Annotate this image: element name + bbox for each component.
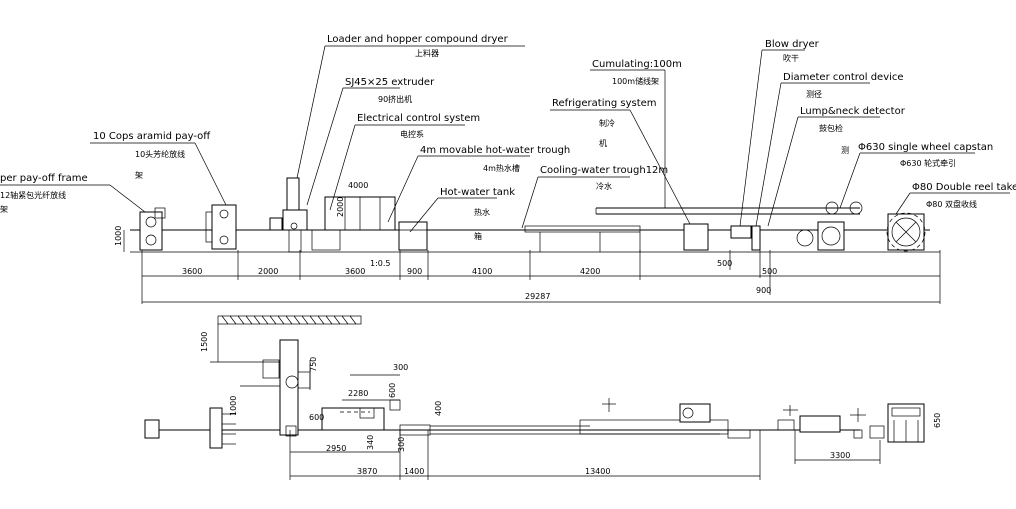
- refrigerating-cn2: 机: [599, 138, 607, 148]
- dim-b-1000: 1000: [229, 396, 238, 416]
- dim-b-400: 400: [434, 401, 443, 416]
- cumulating-cn: 100m储线架: [612, 76, 659, 86]
- tight-buffer-payoff-frame: [139, 207, 166, 251]
- dim-b-1400: 1400: [404, 467, 424, 476]
- labels-top: per pay-off frame 12轴紧包光纤放线 架 10 Cops ar…: [0, 34, 1016, 241]
- dim-2000: 2000: [258, 267, 278, 276]
- plan-payoff: [144, 407, 236, 449]
- takeup-cn: Φ80 双盘收线: [926, 199, 977, 209]
- dim-b-750: 750: [309, 357, 318, 372]
- dim-b-300: 300: [393, 363, 408, 372]
- blow-dryer-cn: 吹干: [783, 53, 799, 63]
- cooling-cn: 冷水: [596, 181, 612, 191]
- dim-b-3870: 3870: [357, 467, 377, 476]
- capstan: [796, 201, 863, 251]
- aramid-cn2: 架: [135, 171, 143, 180]
- dim-b-13400: 13400: [585, 467, 610, 476]
- refrigerator: [683, 223, 709, 251]
- dim-b-650: 650: [933, 413, 942, 428]
- plan-refrigerator: [679, 403, 711, 423]
- dim-3600b: 3600: [345, 267, 365, 276]
- dim-total: 29287: [525, 292, 550, 301]
- dim-b-600b: 600: [388, 383, 397, 398]
- elevation-view: [130, 177, 940, 253]
- dim-b-2950: 2950: [326, 444, 346, 453]
- diameter-cn: 测径: [806, 89, 822, 99]
- aramid-cn: 10头芳纶放线: [135, 149, 185, 159]
- extruder: [282, 177, 308, 253]
- hot-water-cn2: 箱: [474, 231, 482, 241]
- cooling-label: Cooling-water trough12m: [540, 165, 668, 176]
- dim-b-300b: 300: [397, 437, 406, 452]
- wall-hatch: [221, 315, 357, 325]
- dim-b-3300: 3300: [830, 451, 850, 460]
- lump-cn2: 测: [841, 146, 849, 155]
- lump-label: Lump&neck detector: [800, 106, 906, 117]
- electrical-cabinet: [311, 196, 396, 251]
- cumulating-label: Cumulating:100m: [592, 59, 682, 70]
- plan-cooling-trough: [579, 419, 729, 435]
- capstan-cn: Φ630 轮式牵引: [900, 158, 956, 168]
- movable-label: 4m movable hot-water trough: [420, 145, 570, 156]
- dimensions-bottom: 1500 750 300 2280 600 600 1000 2950 340 …: [200, 332, 942, 480]
- refrigerating-cn1: 制冷: [599, 118, 615, 128]
- loader-cn: 上料器: [415, 48, 439, 58]
- small-guide: [269, 217, 283, 231]
- diameter-gauge: [751, 225, 761, 251]
- plan-takeup: [869, 403, 925, 443]
- extruder-label: SJ45×25 extruder: [345, 77, 435, 88]
- dim-900b: 900: [756, 286, 771, 295]
- hot-water-trough: [398, 221, 428, 251]
- plan-cabinet: [321, 407, 385, 431]
- plan-extruder: [262, 339, 311, 437]
- capstan-label: Φ630 single wheel capstan: [858, 142, 993, 153]
- hot-water-cn1: 热水: [474, 207, 490, 217]
- dim-b-2280: 2280: [348, 389, 368, 398]
- extruder-cn-text: 90挤出机: [378, 94, 412, 104]
- leader-lines-top: [0, 45, 1010, 233]
- lump-cn: 鼓包检: [819, 123, 843, 133]
- dim-2000-v: 2000: [336, 197, 345, 217]
- blow-dryer: [730, 225, 752, 239]
- loader-label: Loader and hopper compound dryer: [327, 34, 509, 45]
- diameter-label: Diameter control device: [783, 72, 904, 83]
- aramid-payoff: [205, 204, 237, 250]
- dim-b-340: 340: [366, 435, 375, 450]
- dim-b-1500: 1500: [200, 332, 209, 352]
- dim-4000: 4000: [348, 181, 368, 190]
- wall-strip: [217, 315, 362, 325]
- blow-dryer-label: Blow dryer: [765, 39, 820, 50]
- payoff-frame-cn: 12轴紧包光纤放线: [0, 190, 66, 200]
- dim-4200: 4200: [580, 267, 600, 276]
- dimensions-top: 1000 4000 2000 1:0.5 3600 2000 3600 900 …: [114, 181, 941, 304]
- refrigerating-label: Refrigerating system: [552, 98, 657, 109]
- cooling-trough: [524, 225, 641, 252]
- dim-1000: 1000: [114, 226, 123, 246]
- dim-3600a: 3600: [182, 267, 202, 276]
- plan-capstan: [799, 415, 841, 433]
- dim-ratio: 1:0.5: [370, 259, 391, 268]
- dim-500a: 500: [717, 259, 732, 268]
- dim-500b: 500: [762, 267, 777, 276]
- dim-4100: 4100: [472, 267, 492, 276]
- electrical-label: Electrical control system: [357, 113, 480, 124]
- take-up: [886, 212, 926, 252]
- electrical-cn: 电控系: [400, 129, 424, 139]
- cumulator: [595, 207, 860, 215]
- payoff-frame-cn2: 架: [0, 205, 8, 214]
- payoff-frame-label: per pay-off frame: [0, 173, 88, 184]
- movable-cn: 4m热水槽: [483, 163, 520, 173]
- dim-b-600a: 600: [309, 413, 324, 422]
- takeup-label: Φ80 Double reel take-up: [912, 182, 1016, 193]
- aramid-label: 10 Cops aramid pay-off: [93, 131, 211, 142]
- dim-900: 900: [407, 267, 422, 276]
- hot-water-label: Hot-water tank: [440, 187, 515, 198]
- plan-view: [144, 315, 925, 449]
